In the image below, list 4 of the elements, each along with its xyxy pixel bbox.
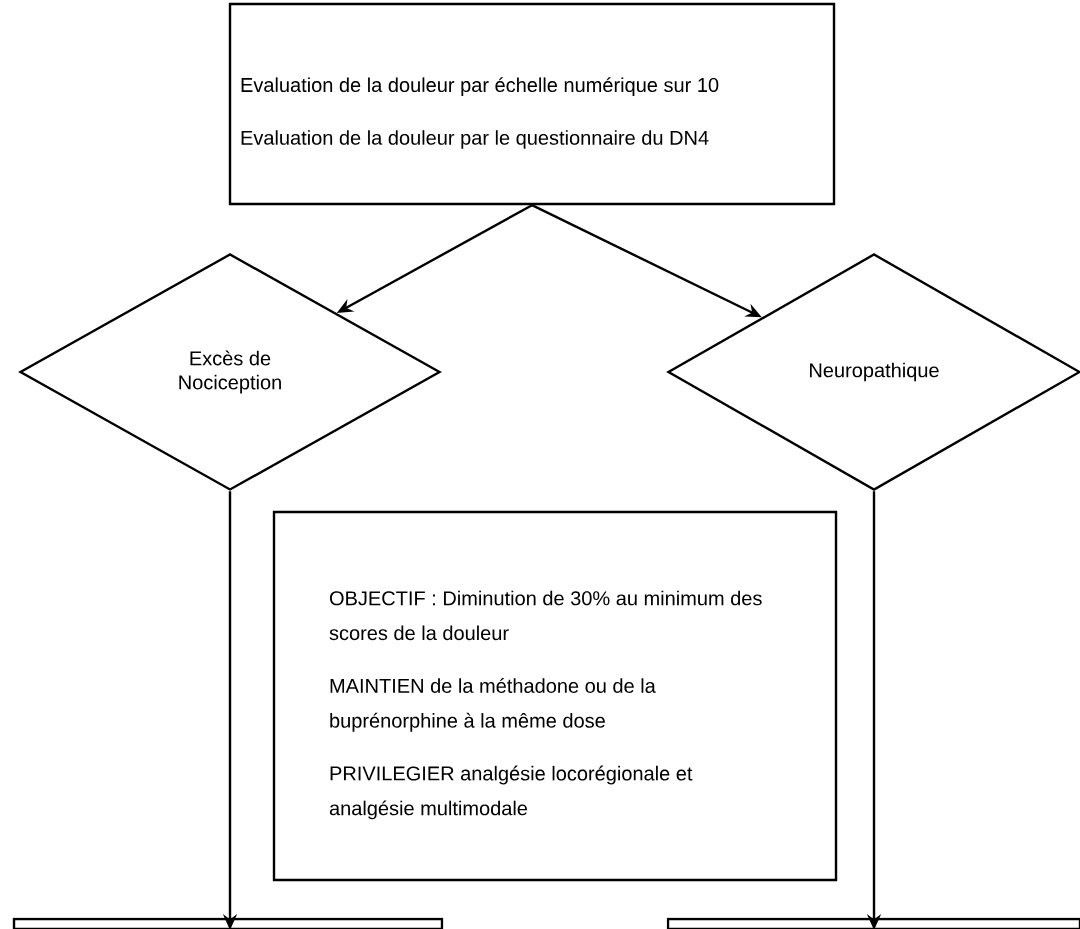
process-box: OBJECTIF : Diminution de 30% au minimum des scores de la douleur MAINTIEN de la méthadone ou de la buprénorphine à la même dose PRIVILEGIER analgésie locorégionale et analgésie multimodale [272, 510, 838, 882]
empty-box [666, 917, 1080, 929]
empty-box [12, 917, 444, 929]
process-box: Evaluation de la douleur par échelle numérique sur 10 Evaluation de la douleur par le questionnaire du DN4 [228, 2, 836, 206]
